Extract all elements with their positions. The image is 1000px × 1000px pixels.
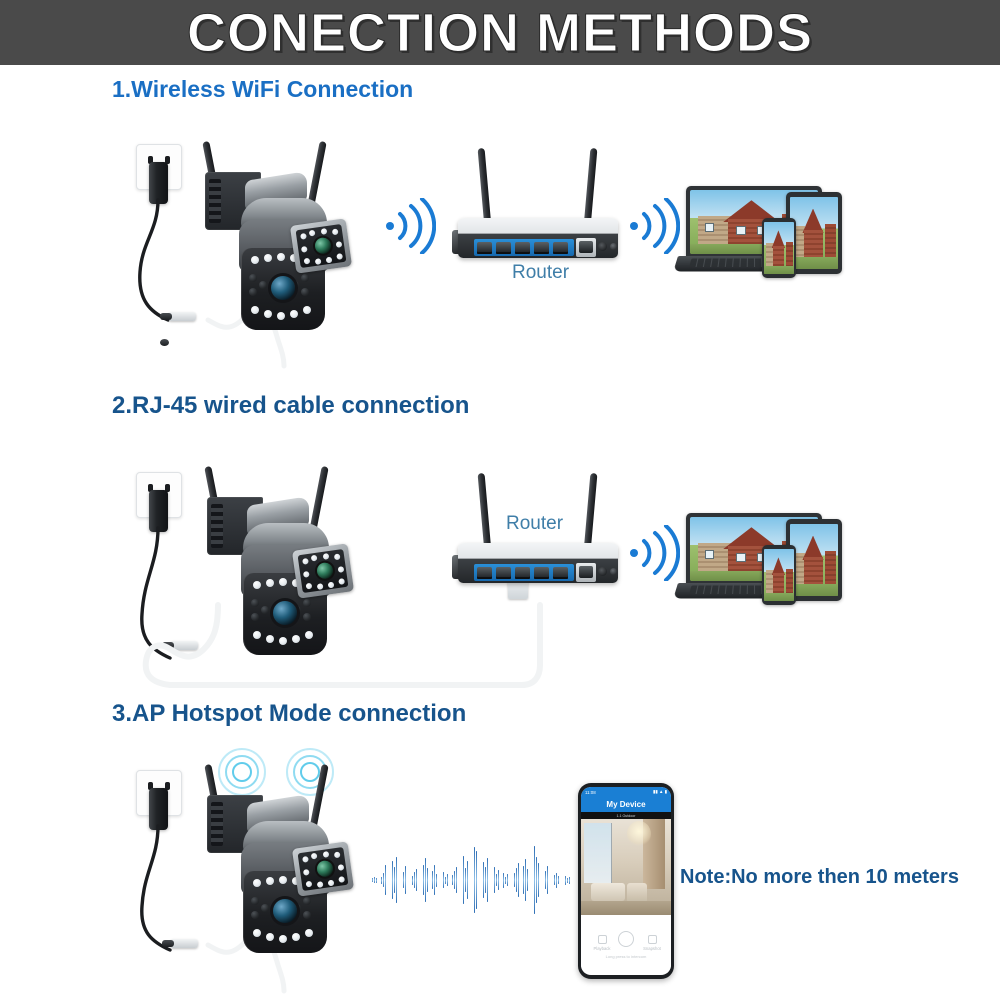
- socket-holes: [148, 782, 170, 790]
- camera-secondary-module: [291, 841, 355, 897]
- router-label-1: Router: [512, 262, 570, 283]
- section-1-diagram: Router: [0, 110, 1000, 390]
- playback-icon: [597, 935, 607, 944]
- smartphone-screen: [764, 222, 794, 274]
- section-1-heading: 1.Wireless WiFi Connection: [112, 76, 414, 102]
- power-adapter-2: [149, 490, 168, 532]
- phone-app-device: 11:08 ▮▮ ▲ ▮ My Device 1.1 Outdoor: [578, 783, 674, 979]
- section-2-heading: 2.RJ-45 wired cable connection: [112, 392, 470, 419]
- tablet-screen: [790, 197, 838, 269]
- dc-plug-3: [162, 940, 174, 947]
- power-adapter-3: [149, 788, 168, 830]
- camera-main-lens: [273, 899, 297, 923]
- feed-chandelier: [627, 821, 651, 847]
- feed-sofa: [591, 883, 625, 901]
- section-2-diagram: Router: [0, 425, 1000, 695]
- router-lan-port-strip: [474, 564, 574, 581]
- phone-status-bar: 11:08 ▮▮ ▲ ▮: [581, 787, 671, 797]
- app-controls: Playback Snapshot Long press to intercom: [581, 915, 671, 973]
- ptz-camera-3: [204, 763, 357, 978]
- router-antenna-right-icon: [584, 147, 598, 223]
- feed-window: [584, 823, 612, 883]
- wifi-signal-right-1: [626, 197, 681, 259]
- status-icons: ▮▮ ▲ ▮: [652, 789, 667, 794]
- smartphone-device: [762, 218, 796, 278]
- router-label-2: Router: [506, 513, 564, 534]
- router-wan-port: [576, 563, 596, 582]
- header-bar: CONECTION METHODS: [0, 0, 1000, 65]
- camera-main-lens: [273, 601, 297, 625]
- tablet-frame: [786, 519, 842, 601]
- ptz-camera-2: [204, 465, 357, 680]
- power-adapter-1: [149, 162, 168, 204]
- phone-viewport: 11:08 ▮▮ ▲ ▮ My Device 1.1 Outdoor: [581, 787, 671, 975]
- smartphone-frame: [762, 218, 796, 278]
- page-title: CONECTION METHODS: [186, 2, 813, 63]
- router-reset-button[interactable]: [610, 568, 617, 575]
- router-antenna-right-icon: [584, 472, 598, 548]
- feed-floor: [581, 901, 671, 915]
- intercom-button[interactable]: [613, 931, 639, 949]
- router-1: [452, 147, 618, 264]
- smartphone-frame: [762, 545, 796, 605]
- router-antenna-left-icon: [477, 147, 491, 223]
- microphone-icon: [618, 931, 634, 947]
- distance-note: Note:No more then 10 meters: [680, 866, 959, 888]
- bnc-tip-1: [160, 339, 169, 346]
- rj45-ethernet-cable: [142, 602, 543, 688]
- dc-plug-1: [160, 313, 172, 320]
- socket-holes: [148, 484, 170, 492]
- ptz-camera-1: [202, 140, 355, 355]
- app-subtitle-bar: 1.1 Outdoor: [581, 812, 671, 819]
- intercom-hint: Long press to intercom: [605, 954, 647, 959]
- power-cable-3: [140, 824, 172, 952]
- camera-secondary-module: [291, 543, 355, 599]
- router-lan-port-strip: [474, 239, 574, 256]
- client-devices-2: [673, 513, 908, 613]
- status-time: 11:08: [585, 789, 596, 795]
- router-side-foot: [452, 230, 462, 254]
- section-3-heading: 3.AP Hotspot Mode connection: [112, 700, 467, 727]
- phone-shell: 11:08 ▮▮ ▲ ▮ My Device 1.1 Outdoor: [578, 783, 674, 979]
- dc-connector-3: [170, 939, 198, 948]
- router-power-jack: [598, 567, 607, 576]
- camera-secondary-module: [289, 218, 353, 274]
- smartphone-device: [762, 545, 796, 605]
- audio-waveform: [372, 845, 573, 915]
- playback-label: Playback: [593, 946, 611, 951]
- pigtail-connector-3: [272, 985, 286, 1000]
- socket-holes: [148, 156, 170, 164]
- router-side-foot: [452, 555, 462, 579]
- camera-led-array: [243, 871, 327, 953]
- power-cable-1: [138, 198, 170, 322]
- snapshot-icon: [647, 935, 657, 944]
- feed-chair: [627, 883, 647, 903]
- camera-live-feed[interactable]: [581, 819, 671, 915]
- app-subtitle: 1.1 Outdoor: [616, 813, 636, 818]
- router-power-jack: [598, 242, 607, 251]
- router-reset-button[interactable]: [610, 243, 617, 250]
- wifi-signal-left-1: [382, 197, 437, 259]
- playback-button[interactable]: Playback: [589, 935, 615, 951]
- camera-main-lens: [271, 276, 295, 300]
- app-title: My Device: [606, 800, 646, 809]
- tablet-device: [786, 519, 842, 601]
- dc-connector-1: [168, 312, 196, 321]
- pigtail-connector-1: [272, 360, 286, 382]
- router-wan-port: [576, 238, 596, 257]
- app-title-bar: My Device: [581, 797, 671, 812]
- router-antenna-left-icon: [477, 472, 491, 548]
- section-3-diagram: 11:08 ▮▮ ▲ ▮ My Device 1.1 Outdoor: [0, 735, 1000, 1000]
- dc-connector-2: [170, 641, 198, 650]
- wifi-signal-right-2: [626, 524, 681, 586]
- snapshot-button[interactable]: Snapshot: [639, 935, 665, 951]
- client-devices-1: [673, 186, 908, 286]
- smartphone-screen: [764, 549, 794, 601]
- router-2: [452, 472, 618, 589]
- snapshot-label: Snapshot: [643, 946, 661, 951]
- tablet-screen: [790, 524, 838, 596]
